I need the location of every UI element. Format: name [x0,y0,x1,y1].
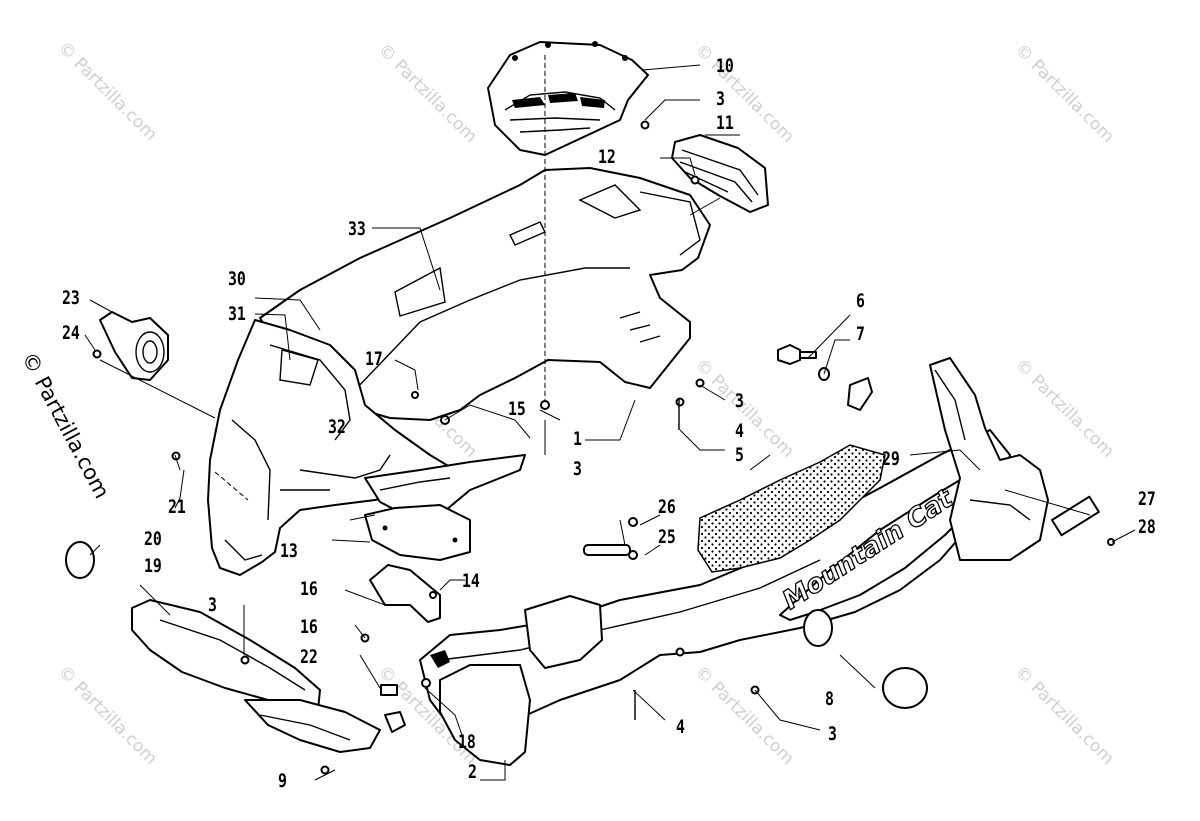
callout-19: 20 [144,528,162,550]
callout-15: 16 [300,578,318,600]
callout-24: 25 [658,526,676,548]
callout-12: 14 [462,570,480,592]
part-8-intake-cover [487,41,649,156]
part-26-cap [803,609,928,709]
callout-31: 31 [228,303,246,325]
callout-21: 22 [300,646,318,668]
callout-20: 21 [168,496,186,518]
callout-2: 2 [468,761,477,783]
callout-8: 10 [716,55,734,77]
callout-32: 32 [328,416,346,438]
callout-28: 28 [1138,516,1156,538]
callout-14: 16 [300,616,318,638]
part-right-wing [929,357,1100,561]
callout-18: 19 [144,555,162,577]
callout-7: 7 [856,323,865,345]
callout-3: 3 [735,390,744,412]
callout-29: 29 [882,448,900,470]
callout-33: 33 [348,218,366,240]
hardware-fasteners [92,120,1115,775]
callout-3: 3 [716,88,725,110]
callout-25: 26 [658,496,676,518]
part-19-ring [65,541,95,579]
part-9-side-vent [671,134,769,213]
leader-lines [84,64,1136,781]
callout-9: 11 [716,112,734,134]
part-22-dash-pod [99,311,169,381]
callout-3: 3 [828,723,837,745]
callout-27: 27 [1138,488,1156,510]
callout-3: 3 [573,458,582,480]
part-11-lower-plate [364,504,471,561]
callout-26: 8 [825,688,834,710]
callout-13: 15 [508,398,526,420]
callout-16: 17 [365,348,383,370]
part-30-side-panel [207,319,456,576]
callout-22: 23 [62,287,80,309]
callout-30: 30 [228,268,246,290]
callout-4: 4 [735,420,744,442]
callout-16: 18 [458,731,476,753]
callout-5: 5 [735,444,744,466]
callout-11: 13 [280,540,298,562]
part-5-mesh-panel [697,444,886,573]
part-2-lower-pan [419,429,1011,766]
callout-1: 1 [573,428,582,450]
part-15-bracket [369,564,441,623]
callout-6: 6 [856,290,865,312]
callout-17: 9 [278,770,287,792]
part-18-bumper [131,599,381,753]
callout-23: 24 [62,322,80,344]
callout-4: 4 [676,716,685,738]
callout-10: 12 [598,146,616,168]
callout-3: 3 [208,594,217,616]
part-6-bolt [777,344,873,411]
